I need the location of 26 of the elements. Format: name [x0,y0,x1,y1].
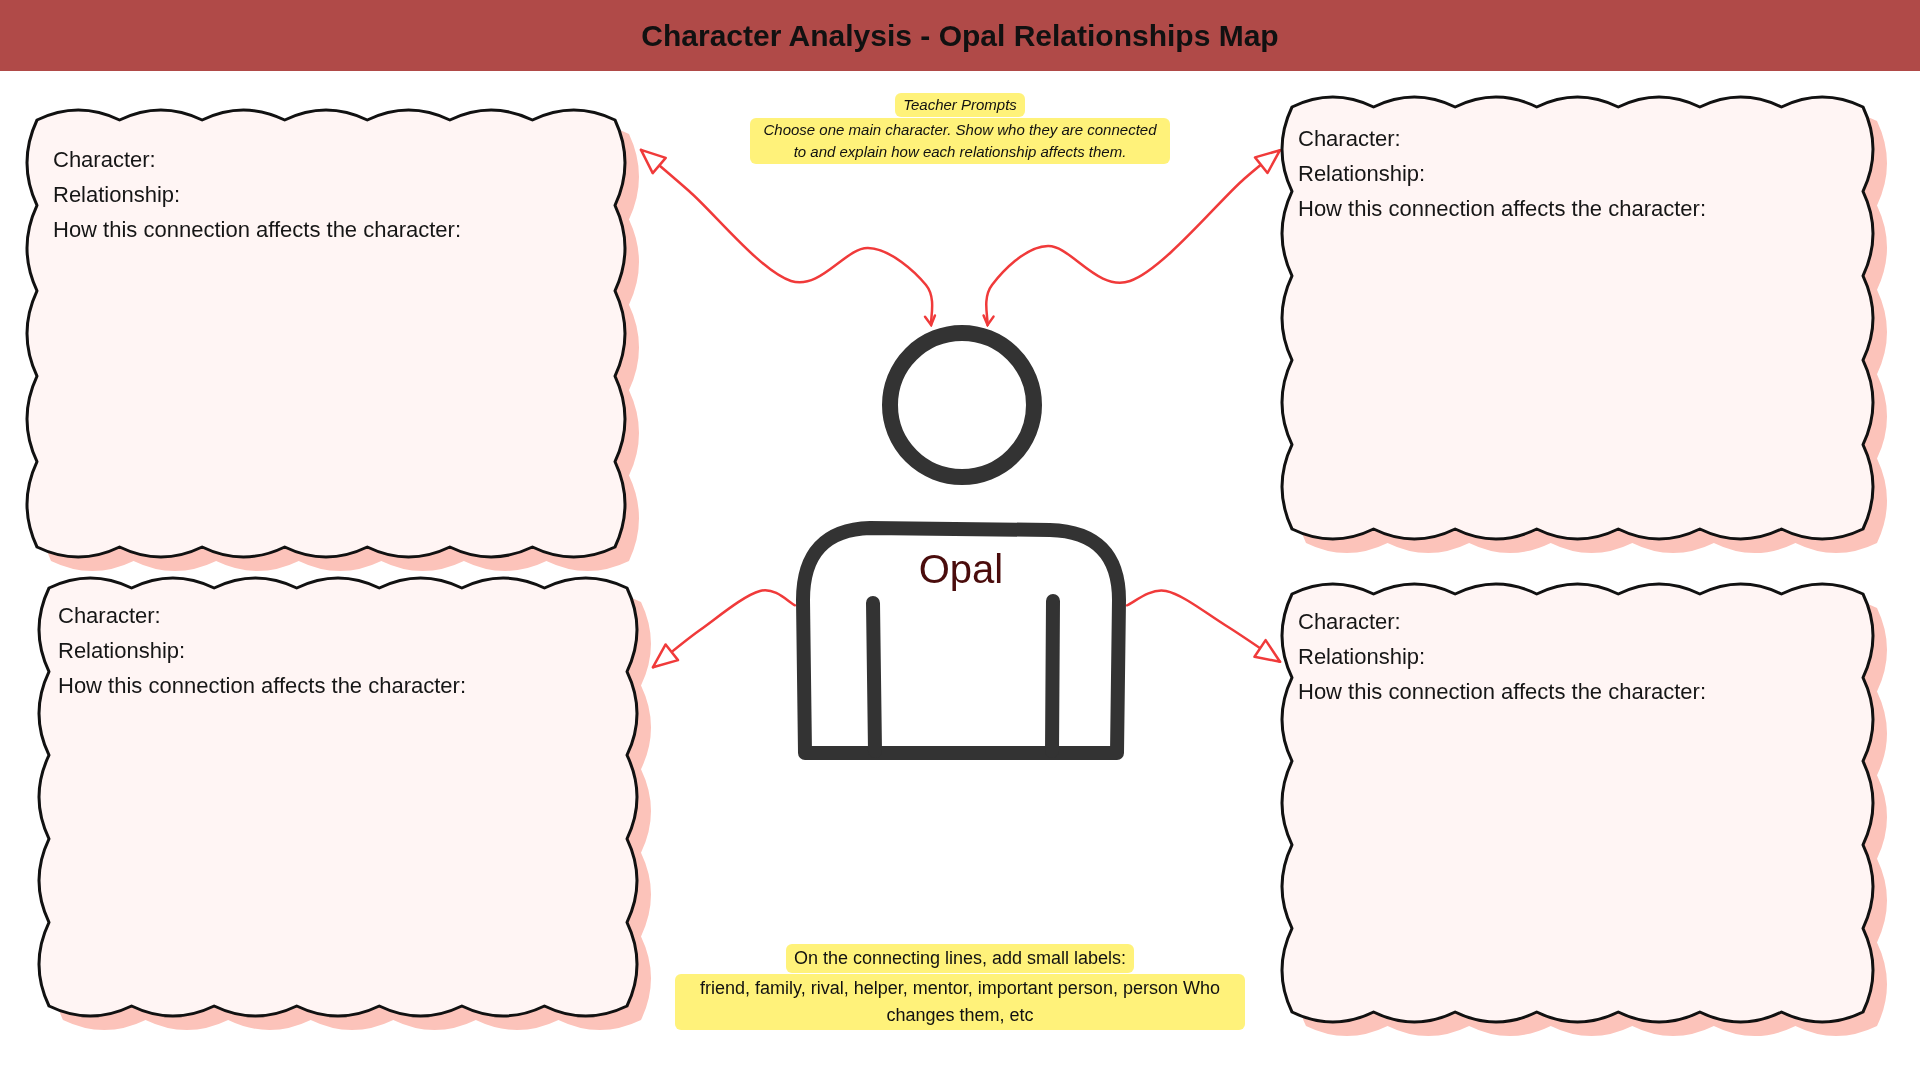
instruction-note: friend, family, rival, helper, mentor, important person, person Who changes them, etc [675,974,1245,1030]
field-label: Character: [1298,125,1401,153]
curved-arrow [981,148,1282,327]
prompt-heading: Teacher Prompts [895,93,1025,117]
wavy-card [25,108,641,573]
field-label: How this connection affects the character: [1298,195,1707,223]
field-label: Relationship: [1298,643,1426,671]
field-label: Character: [53,146,156,174]
field-label: Relationship: [58,637,186,665]
field-label: Character: [58,602,161,630]
field-label: How this connection affects the character: [1298,678,1707,706]
prompt-text: Choose one main character. Show who they are connected to and explain how each relationship affects them. [750,118,1170,164]
field-label: Relationship: [53,181,181,209]
curved-arrow [651,589,797,669]
curved-arrow [639,148,937,327]
instruction-note: On the connecting lines, add small labels: [785,944,1135,973]
wavy-card [37,576,653,1032]
curved-arrow [1125,589,1282,664]
field-label: Relationship: [1298,160,1426,188]
wavy-card [1280,582,1889,1038]
field-label: How this connection affects the character: [53,216,462,244]
field-label: Character: [1298,608,1401,636]
name-label: Opal [918,546,1004,593]
field-label: How this connection affects the character: [58,672,467,700]
wavy-card [1280,95,1889,555]
title: Character Analysis - Opal Relationships Map [641,18,1279,54]
